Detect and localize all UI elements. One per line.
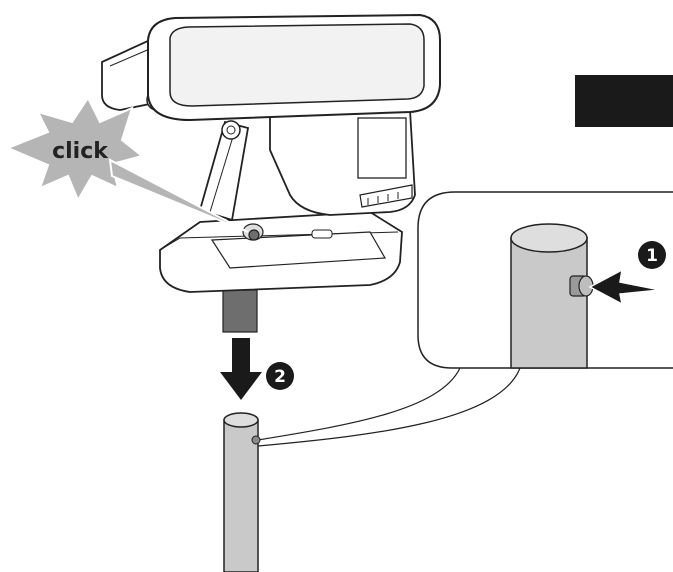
black-block — [575, 75, 673, 127]
step-two-badge — [266, 362, 294, 390]
lamp-arm — [198, 120, 250, 222]
down-arrow-icon — [220, 338, 262, 400]
callout-leader — [257, 367, 461, 441]
lamp-base — [159, 211, 403, 293]
lamp-housing — [101, 13, 441, 216]
burst-pointer — [108, 158, 249, 233]
click-label: click — [52, 139, 109, 164]
step-one-badge — [638, 241, 666, 269]
callout-leader-2 — [257, 367, 521, 447]
step-one-label: 1 — [646, 246, 658, 266]
push-arrow-icon — [588, 268, 661, 306]
zoomed-pole — [510, 223, 594, 369]
step-two-label: 2 — [274, 367, 286, 387]
ground-pole — [223, 412, 261, 572]
click-burst-icon — [5, 96, 145, 203]
mount-tube — [222, 289, 258, 333]
